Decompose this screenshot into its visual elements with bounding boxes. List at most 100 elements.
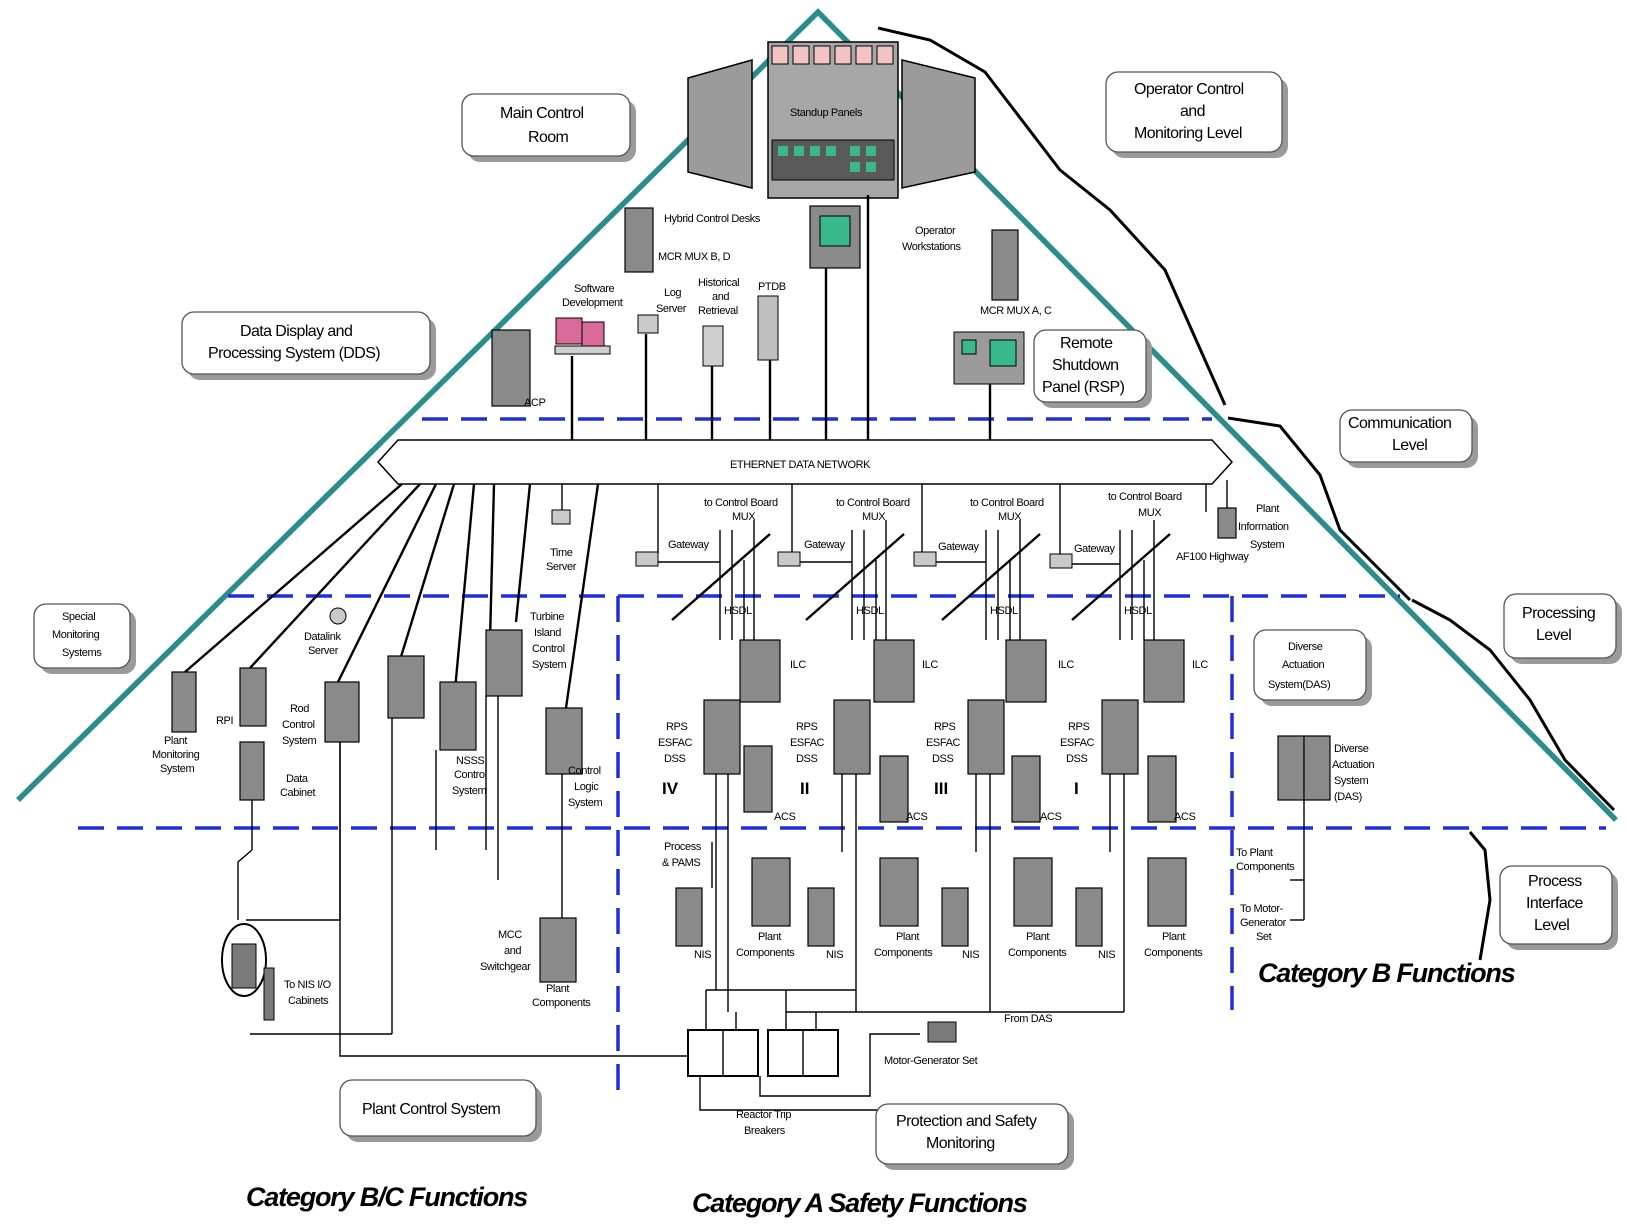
reactor-trip-label-1: Reactor Trip xyxy=(736,1109,791,1121)
nsss-control-label-2: Control xyxy=(454,769,487,781)
ethernet-data-network: ETHERNET DATA NETWORK xyxy=(378,440,1232,484)
svg-text:Communication: Communication xyxy=(1348,415,1451,432)
svg-text:Level: Level xyxy=(1534,917,1569,934)
svg-text:HSDL: HSDL xyxy=(724,605,752,617)
historical-retrieval-label-1: Historical xyxy=(698,277,739,289)
motor-generator-label: Motor-Generator Set xyxy=(884,1055,978,1067)
svg-text:Operator Control: Operator Control xyxy=(1134,81,1244,98)
mcr-mux-bd-cabinet xyxy=(625,208,653,272)
turbine-island-label-4: System xyxy=(532,659,567,671)
das-cabinet-label-1: Diverse xyxy=(1334,743,1369,755)
card-main-control-room: Main Control Room xyxy=(462,94,636,162)
acp-label: ACP xyxy=(524,397,545,409)
svg-text:DSS: DSS xyxy=(664,753,685,765)
svg-text:to Control Board: to Control Board xyxy=(836,497,910,509)
svg-text:Gateway: Gateway xyxy=(804,539,846,551)
svg-text:ESFAC: ESFAC xyxy=(1060,737,1095,749)
to-plant-components-label-1: To Plant xyxy=(1236,847,1273,859)
to-motor-generator-label-1: To Motor- xyxy=(1240,903,1284,915)
acp-cabinet xyxy=(492,330,530,406)
to-motor-generator-label-3: Set xyxy=(1256,931,1272,943)
plant-information-label-1: Plant xyxy=(1256,503,1279,515)
svg-text:MUX: MUX xyxy=(1138,507,1162,519)
time-server-label-2: Server xyxy=(546,561,577,573)
svg-text:Actuation: Actuation xyxy=(1282,659,1325,671)
card-operator-control: Operator Control and Monitoring Level xyxy=(1106,72,1288,158)
svg-text:RPS: RPS xyxy=(934,721,955,733)
svg-text:Plant Control System: Plant Control System xyxy=(362,1101,501,1118)
svg-text:RPS: RPS xyxy=(666,721,687,733)
rpi-label: RPI xyxy=(216,715,233,727)
rod-control-label-3: System xyxy=(282,735,317,747)
svg-text:ACS: ACS xyxy=(906,811,927,823)
svg-text:and: and xyxy=(1180,103,1205,120)
svg-text:Monitoring: Monitoring xyxy=(926,1135,995,1152)
process-pams-label-1: Process xyxy=(664,841,702,853)
svg-text:MUX: MUX xyxy=(998,511,1022,523)
svg-text:Diverse: Diverse xyxy=(1288,641,1323,653)
mcr-mux-ac-label: MCR MUX A, C xyxy=(980,305,1052,317)
svg-text:RPS: RPS xyxy=(1068,721,1089,733)
svg-text:Main Control: Main Control xyxy=(500,105,584,122)
svg-text:DSS: DSS xyxy=(1066,753,1087,765)
svg-text:Protection and Safety: Protection and Safety xyxy=(896,1113,1037,1130)
svg-text:NIS: NIS xyxy=(826,949,843,961)
control-logic-label-2: Logic xyxy=(574,781,599,793)
category-b-heading: Category B Functions xyxy=(1258,958,1516,988)
svg-text:Interface: Interface xyxy=(1526,895,1584,912)
svg-text:ESFAC: ESFAC xyxy=(926,737,961,749)
nsss-control-label-3: System xyxy=(452,785,487,797)
hybrid-control-desks-label: Hybrid Control Desks xyxy=(664,213,761,225)
card-process-interface: Process Interface Level xyxy=(1500,866,1618,950)
gateway-labels: Gateway Gateway Gateway Gateway xyxy=(668,539,1116,555)
operator-workstations-label-1: Operator xyxy=(915,225,956,237)
software-development-label-2: Development xyxy=(562,297,623,309)
card-diverse-actuation: Diverse Actuation System(DAS) xyxy=(1254,630,1372,706)
svg-text:ESFAC: ESFAC xyxy=(658,737,693,749)
svg-text:System(DAS): System(DAS) xyxy=(1268,679,1330,691)
mcr-mux-ac-cabinet xyxy=(992,230,1018,300)
data-cabinet-label-2: Cabinet xyxy=(280,787,315,799)
control-board-mux-labels: to Control Board MUX to Control Board MU… xyxy=(704,491,1182,523)
svg-text:Panel (RSP): Panel (RSP) xyxy=(1042,379,1125,396)
svg-text:ACS: ACS xyxy=(1174,811,1195,823)
das-cabinet-label-2: Actuation xyxy=(1332,759,1375,771)
plant-monitoring-label-3: System xyxy=(160,763,195,775)
datalink-server-label-2: Server xyxy=(308,645,339,657)
svg-text:ILC: ILC xyxy=(790,659,806,671)
af100-highway-label: AF100 Highway xyxy=(1176,551,1249,563)
plant-components-small-label-1: Plant xyxy=(546,983,569,995)
reactor-trip-breakers xyxy=(688,990,1124,1110)
rod-control-label-2: Control xyxy=(282,719,315,731)
svg-text:HSDL: HSDL xyxy=(856,605,884,617)
log-server-device xyxy=(638,315,658,333)
nsss-control-label-1: NSSS xyxy=(456,755,484,767)
control-logic-label-3: System xyxy=(568,797,603,809)
plant-information-label-3: System xyxy=(1250,539,1285,551)
svg-text:Process: Process xyxy=(1528,873,1582,890)
svg-text:Components: Components xyxy=(1008,947,1067,959)
category-bc-heading: Category B/C Functions xyxy=(246,1182,528,1212)
svg-text:ILC: ILC xyxy=(1058,659,1074,671)
datalink-server-label-1: Datalink xyxy=(304,631,341,643)
mcr-mux-bd-label: MCR MUX B, D xyxy=(658,251,731,263)
standup-panels: Standup Panels xyxy=(688,42,975,198)
svg-text:MUX: MUX xyxy=(862,511,886,523)
svg-text:NIS: NIS xyxy=(1098,949,1115,961)
software-dev-monitor-1 xyxy=(556,318,582,344)
plant-monitoring-label-1: Plant xyxy=(164,735,187,747)
svg-text:DSS: DSS xyxy=(796,753,817,765)
plant-monitoring-label-2: Monitoring xyxy=(152,749,200,761)
svg-text:DSS: DSS xyxy=(932,753,953,765)
svg-text:Level: Level xyxy=(1536,627,1571,644)
svg-text:to Control Board: to Control Board xyxy=(704,497,778,509)
svg-text:HSDL: HSDL xyxy=(1124,605,1152,617)
svg-text:Plant: Plant xyxy=(758,931,781,943)
card-plant-control: Plant Control System xyxy=(340,1080,542,1142)
card-special-monitoring: Special Monitoring Systems xyxy=(34,604,136,674)
svg-text:Level: Level xyxy=(1392,437,1427,454)
svg-text:to Control Board: to Control Board xyxy=(1108,491,1182,503)
svg-text:Components: Components xyxy=(874,947,933,959)
svg-text:Plant: Plant xyxy=(896,931,919,943)
